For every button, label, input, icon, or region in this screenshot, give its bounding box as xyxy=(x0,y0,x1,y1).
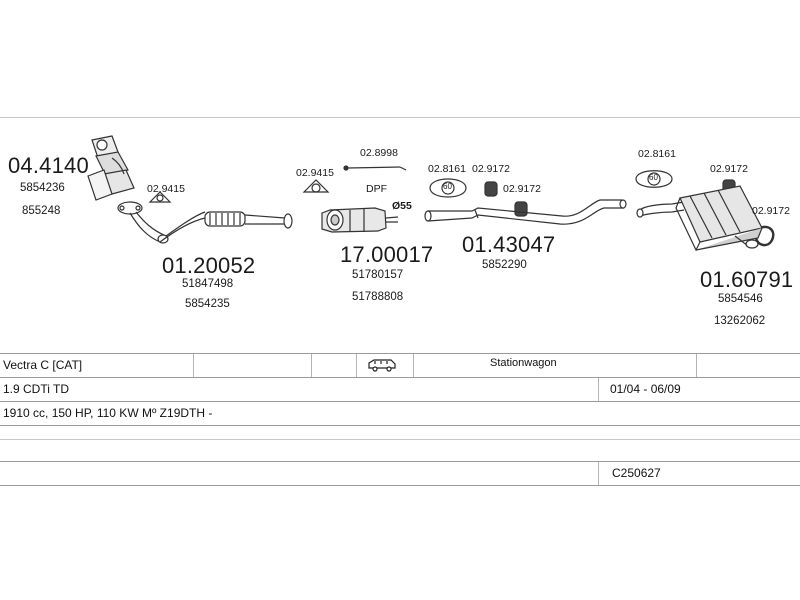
ring-rear-inner-label: 60 xyxy=(649,173,658,182)
hanger-rear2-drawing xyxy=(754,225,775,247)
table-line-5 xyxy=(0,439,800,440)
table-line-2 xyxy=(0,377,800,378)
ring-mid-code: 02.8161 xyxy=(428,163,466,175)
top-rule xyxy=(0,117,800,118)
middle-pipe-drawing xyxy=(424,199,627,225)
table-line-4 xyxy=(0,425,800,426)
front-pipe-ref-2: 5854235 xyxy=(185,298,230,310)
table-line-1 xyxy=(0,353,800,354)
cat-converter-code: 04.4140 xyxy=(8,153,89,178)
front-pipe-drawing xyxy=(117,201,293,244)
hanger-mid2-drawing xyxy=(514,201,528,217)
table-line-6 xyxy=(0,461,800,462)
sensor-pipe-code: 02.8998 xyxy=(360,147,398,159)
hanger-mid1-drawing xyxy=(484,181,498,197)
ring-mid-inner-label: 60 xyxy=(443,182,452,191)
middle-pipe-ref-1: 5852290 xyxy=(482,259,527,271)
rear-silencer-ref-2: 13262062 xyxy=(714,315,766,327)
table-col-6 xyxy=(598,378,599,401)
catalytic-converter-drawing xyxy=(87,135,135,201)
cat-converter-ref-2: 855248 xyxy=(22,205,61,217)
hanger-mid1-code: 02.9172 xyxy=(472,163,510,175)
table-col-3 xyxy=(356,354,357,377)
engine-cell: 1.9 CDTi TD xyxy=(3,382,70,396)
station-wagon-icon xyxy=(367,358,397,375)
rear-silencer-code: 01.60791 xyxy=(700,267,794,292)
sensor-pipe-drawing xyxy=(343,165,407,171)
front-pipe-code: 01.20052 xyxy=(162,253,256,278)
cat-converter-ref-1: 5854236 xyxy=(20,182,65,194)
exhaust-diagram xyxy=(87,135,775,252)
dpf-diameter-tag: Ø55 xyxy=(392,200,412,212)
gasket-front-code: 02.9415 xyxy=(147,183,185,195)
years-cell: 01/04 - 06/09 xyxy=(610,382,681,396)
table-col-4 xyxy=(413,354,414,377)
catalog-code-cell: C250627 xyxy=(612,466,661,480)
gasket-dpf-drawing xyxy=(302,179,330,193)
gasket-dpf-code: 02.9415 xyxy=(296,167,334,179)
gasket-front-drawing xyxy=(148,191,172,203)
rear-silencer-drawing xyxy=(636,185,763,252)
ring-rear-drawing xyxy=(635,170,673,188)
dpf-code: 17.00017 xyxy=(340,242,434,267)
ring-mid-drawing xyxy=(429,178,467,198)
model-cell: Vectra C [CAT] xyxy=(3,358,83,372)
table-col-5 xyxy=(696,354,697,377)
hanger-rear2-code: 02.9172 xyxy=(752,205,790,217)
dpf-label: DPF xyxy=(366,183,387,195)
ring-rear-code: 02.8161 xyxy=(638,148,676,160)
table-col-2 xyxy=(311,354,312,377)
table-line-7 xyxy=(0,485,800,486)
front-pipe-ref-1: 51847498 xyxy=(182,278,234,290)
dpf-ref-1: 51780157 xyxy=(352,269,404,281)
hanger-rear1-code: 02.9172 xyxy=(710,163,748,175)
dpf-ref-2: 51788808 xyxy=(352,291,404,303)
dpf-drawing xyxy=(321,207,399,233)
specs-cell: 1910 cc, 150 HP, 110 KW Mº Z19DTH - xyxy=(3,406,213,420)
table-col-7 xyxy=(598,462,599,485)
table-line-3 xyxy=(0,401,800,402)
hanger-mid2-code: 02.9172 xyxy=(503,183,541,195)
body-type-cell: Stationwagon xyxy=(490,357,557,369)
middle-pipe-code: 01.43047 xyxy=(462,232,556,257)
rear-silencer-ref-1: 5854546 xyxy=(718,293,763,305)
table-col-1 xyxy=(193,354,194,377)
